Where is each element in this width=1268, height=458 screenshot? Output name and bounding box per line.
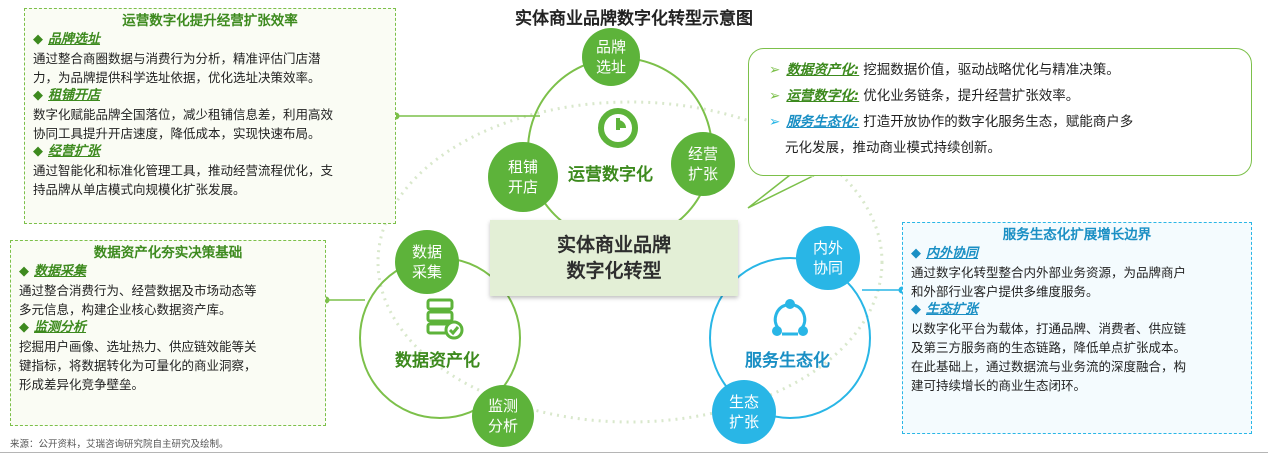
diamond-icon: ◆ xyxy=(33,32,43,47)
source-note: 来源：公开资料，艾瑞咨询研究院自主研究及绘制。 xyxy=(10,439,229,450)
data-section-label: ◆数据采集 xyxy=(19,264,87,279)
node-monitor-analyze: 监测分析 xyxy=(472,385,534,447)
data-box-title: 数据资产化夯实决策基础 xyxy=(93,245,243,261)
node-data-collect: 数据采集 xyxy=(395,230,459,294)
diamond-icon: ◆ xyxy=(19,264,29,279)
node-inner-outer-synergy: 内外协同 xyxy=(796,226,860,290)
callout-item-ops: ➢运营数字化:优化业务链条，提升经营扩张效率。 xyxy=(769,88,1080,104)
ops-section-label: ◆租铺开店 xyxy=(33,88,101,103)
eco-ring-label: 服务生态化 xyxy=(745,351,830,371)
data-box: 数据资产化夯实决策基础 ◆数据采集 通过整合消费行为、经营数据及市场动态等 多元… xyxy=(10,240,326,426)
diamond-icon: ◆ xyxy=(33,144,43,159)
ops-section-text: 协同工具提升开店速度，降低成本，实现快速布局。 xyxy=(33,126,321,141)
data-ring-label: 数据资产化 xyxy=(395,351,480,371)
node-lease-open: 租铺开店 xyxy=(488,142,558,212)
data-section-label: ◆监测分析 xyxy=(19,320,87,335)
diamond-icon: ◆ xyxy=(19,320,29,335)
arrow-icon: ➢ xyxy=(769,114,781,130)
callout-item-eco-cont: 元化发展，推动商业模式持续创新。 xyxy=(785,140,1001,156)
callout-item-eco: ➢服务生态化:打造开放协作的数字化服务生态，赋能商户多 xyxy=(769,114,1134,130)
ops-section-text: 力，为品牌提供科学选址依据，优化选址决策效率。 xyxy=(33,70,321,85)
data-section-text: 通过整合消费行为、经营数据及市场动态等 xyxy=(19,283,257,298)
network-share-icon xyxy=(772,299,808,336)
footer-divider xyxy=(0,452,1268,453)
eco-box: 服务生态化扩展增长边界 ◆内外协同 通过数字化转型整合内外部业务资源，为品牌商户… xyxy=(902,222,1252,434)
ops-section-text: 数字化赋能品牌全国落位，减少租铺信息差，利用高效 xyxy=(33,107,334,122)
eco-section-text: 在此基础上，通过数据流与业务流的深度融合，构 xyxy=(911,359,1187,374)
eco-section-text: 建可持续增长的商业生态闭环。 xyxy=(911,378,1087,393)
center-box: 实体商业品牌数字化转型 xyxy=(490,220,738,296)
ops-section-text: 持品牌从单店模式向规模化扩张发展。 xyxy=(33,182,246,197)
eco-section-label: ◆内外协同 xyxy=(911,246,979,261)
center-line2: 数字化转型 xyxy=(566,260,662,282)
diamond-icon: ◆ xyxy=(911,302,921,317)
ops-ring-label: 运营数字化 xyxy=(568,165,653,185)
eco-section-text: 及第三方服务商的生态链路，降低单点扩张成本。 xyxy=(911,340,1187,355)
diamond-icon: ◆ xyxy=(911,246,921,261)
arrow-icon: ➢ xyxy=(769,88,781,104)
data-section-text: 形成差异化竞争壁垒。 xyxy=(19,377,145,392)
data-section-text: 多元信息，构建企业核心数据资产库。 xyxy=(19,302,232,317)
node-eco-expand: 生态扩张 xyxy=(712,380,776,444)
summary-callout: ➢数据资产化:挖掘数据价值，驱动战略优化与精准决策。 ➢运营数字化:优化业务链条… xyxy=(748,48,1252,176)
diagram-title: 实体商业品牌数字化转型示意图 xyxy=(515,9,753,29)
diamond-icon: ◆ xyxy=(33,88,43,103)
center-line1: 实体商业品牌 xyxy=(556,234,671,256)
ops-section-text: 通过整合商圈数据与消费行为分析，精准评估门店潜 xyxy=(33,51,321,66)
dotted-orbit xyxy=(376,100,884,424)
eco-section-text: 和外部行业客户提供多维度服务。 xyxy=(911,284,1099,299)
pie-chart-icon xyxy=(598,108,638,148)
data-section-text: 挖掘用户画像、选址热力、供应链效能等关 xyxy=(19,339,257,354)
ops-box: 运营数字化提升经营扩张效率 ◆品牌选址 通过整合商圈数据与消费行为分析，精准评估… xyxy=(24,8,396,224)
callout-item-data: ➢数据资产化:挖掘数据价值，驱动战略优化与精准决策。 xyxy=(769,62,1120,78)
callout-pointer xyxy=(747,174,816,209)
node-business-expand: 经营扩张 xyxy=(671,132,735,196)
eco-ring xyxy=(709,257,871,419)
arrow-icon: ➢ xyxy=(769,62,781,78)
eco-section-text: 以数字化平台为载体，打通品牌、消费者、供应链 xyxy=(911,321,1187,336)
eco-section-label: ◆生态扩张 xyxy=(911,302,979,317)
node-brand-site: 品牌选址 xyxy=(582,28,640,86)
ops-section-text: 通过智能化和标准化管理工具，推动经营流程优化，支 xyxy=(33,163,334,178)
database-check-icon xyxy=(426,298,464,340)
data-section-text: 键指标，将数据转化为可量化的商业洞察， xyxy=(19,358,257,373)
ops-section-label: ◆经营扩张 xyxy=(33,144,101,159)
ops-section-label: ◆品牌选址 xyxy=(33,32,101,47)
ops-box-title: 运营数字化提升经营扩张效率 xyxy=(122,13,298,29)
eco-box-title: 服务生态化扩展增长边界 xyxy=(1002,227,1152,243)
eco-section-text: 通过数字化转型整合内外部业务资源，为品牌商户 xyxy=(911,265,1187,280)
